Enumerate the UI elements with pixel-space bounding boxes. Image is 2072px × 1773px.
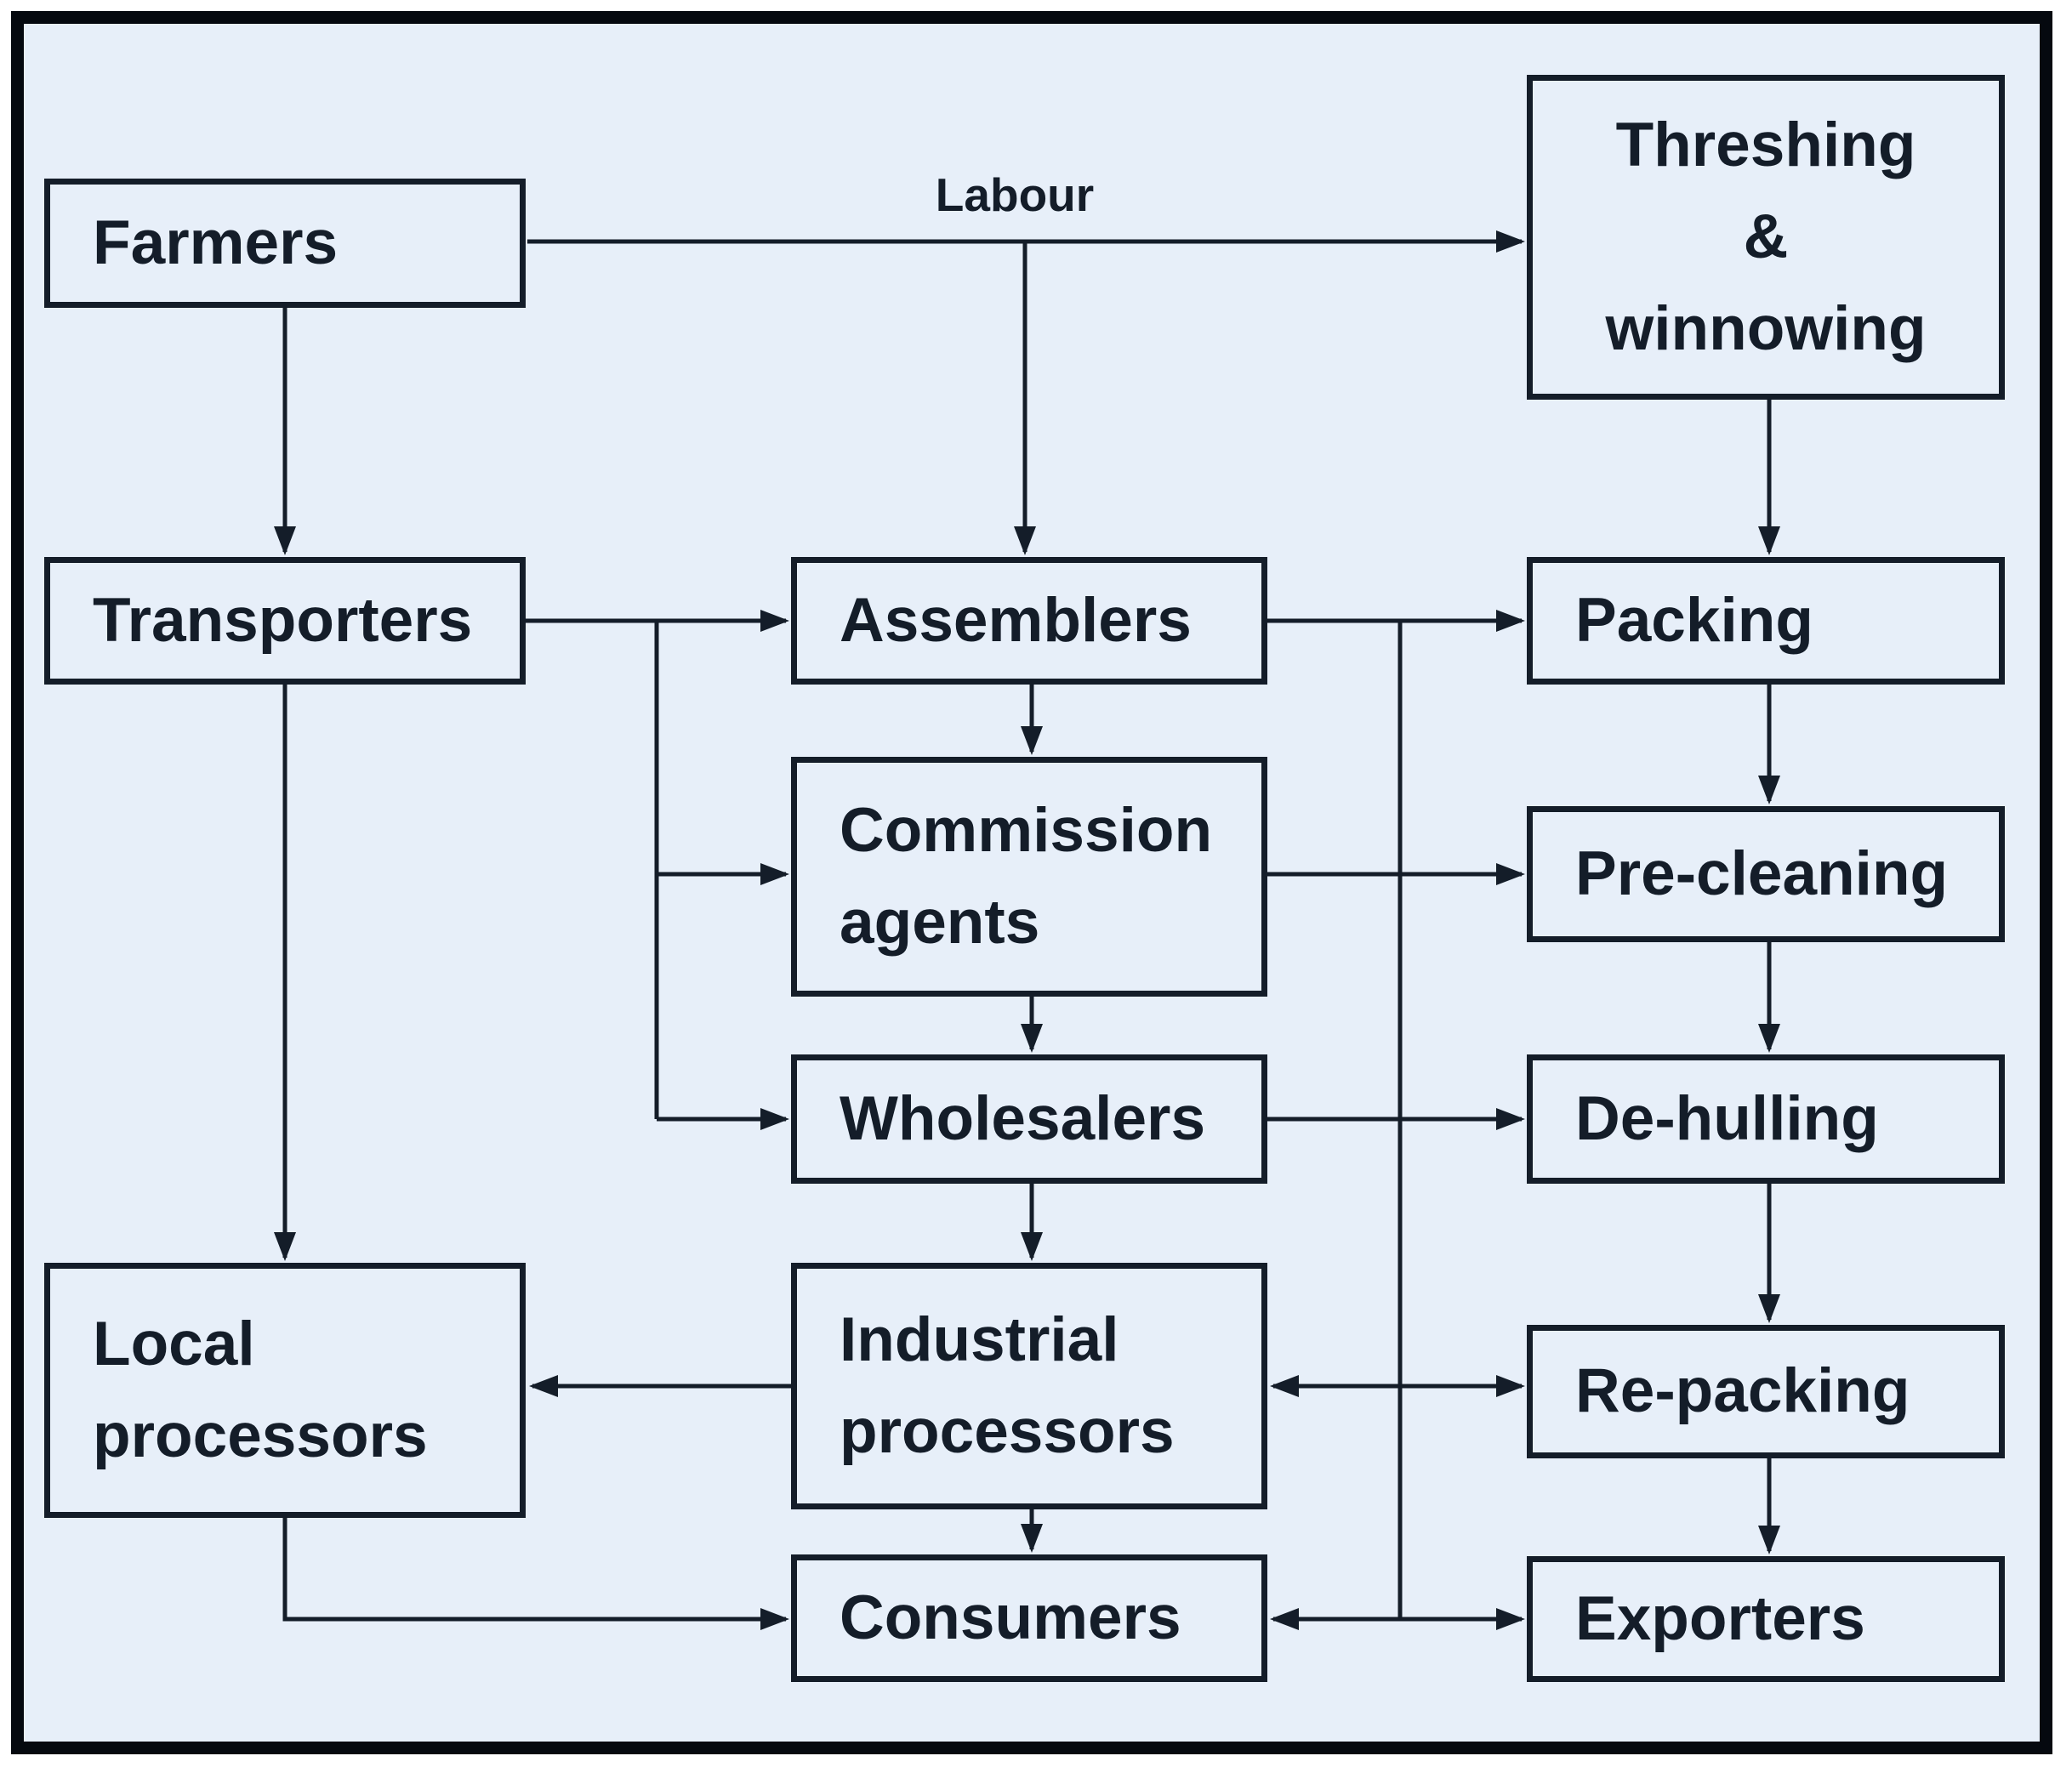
- node-industrial-processors: Industrial processors: [791, 1263, 1267, 1509]
- node-threshing-winnowing: Threshing & winnowing: [1527, 75, 2005, 400]
- node-packing: Packing: [1527, 557, 2005, 685]
- node-local-processors-label: Local processors: [93, 1309, 428, 1470]
- node-commission-agents: Commission agents: [791, 757, 1267, 997]
- node-re-packing-label: Re-packing: [1575, 1356, 1910, 1426]
- node-farmers-label: Farmers: [93, 207, 339, 277]
- node-wholesalers-label: Wholesalers: [840, 1083, 1206, 1153]
- node-farmers: Farmers: [44, 179, 526, 308]
- node-de-hulling: De-hulling: [1527, 1054, 2005, 1184]
- node-threshing-winnowing-label: Threshing & winnowing: [1605, 110, 1927, 364]
- node-assemblers: Assemblers: [791, 557, 1267, 685]
- node-de-hulling-label: De-hulling: [1575, 1083, 1879, 1153]
- node-assemblers-label: Assemblers: [840, 585, 1192, 655]
- node-transporters: Transporters: [44, 557, 526, 685]
- node-industrial-processors-label: Industrial processors: [840, 1304, 1175, 1466]
- node-re-packing: Re-packing: [1527, 1325, 2005, 1458]
- node-commission-agents-label: Commission agents: [840, 795, 1213, 957]
- node-local-processors: Local processors: [44, 1263, 526, 1518]
- edge-local-consumers: [282, 1518, 789, 1630]
- node-exporters: Exporters: [1527, 1556, 2005, 1682]
- node-pre-cleaning: Pre-cleaning: [1527, 806, 2005, 942]
- edge-label-labour: Labour: [936, 168, 1094, 221]
- node-exporters-label: Exporters: [1575, 1583, 1865, 1653]
- node-consumers-label: Consumers: [840, 1583, 1181, 1652]
- node-transporters-label: Transporters: [93, 585, 473, 655]
- node-packing-label: Packing: [1575, 585, 1813, 655]
- node-pre-cleaning-label: Pre-cleaning: [1575, 838, 1949, 908]
- node-consumers: Consumers: [791, 1554, 1267, 1682]
- node-wholesalers: Wholesalers: [791, 1054, 1267, 1184]
